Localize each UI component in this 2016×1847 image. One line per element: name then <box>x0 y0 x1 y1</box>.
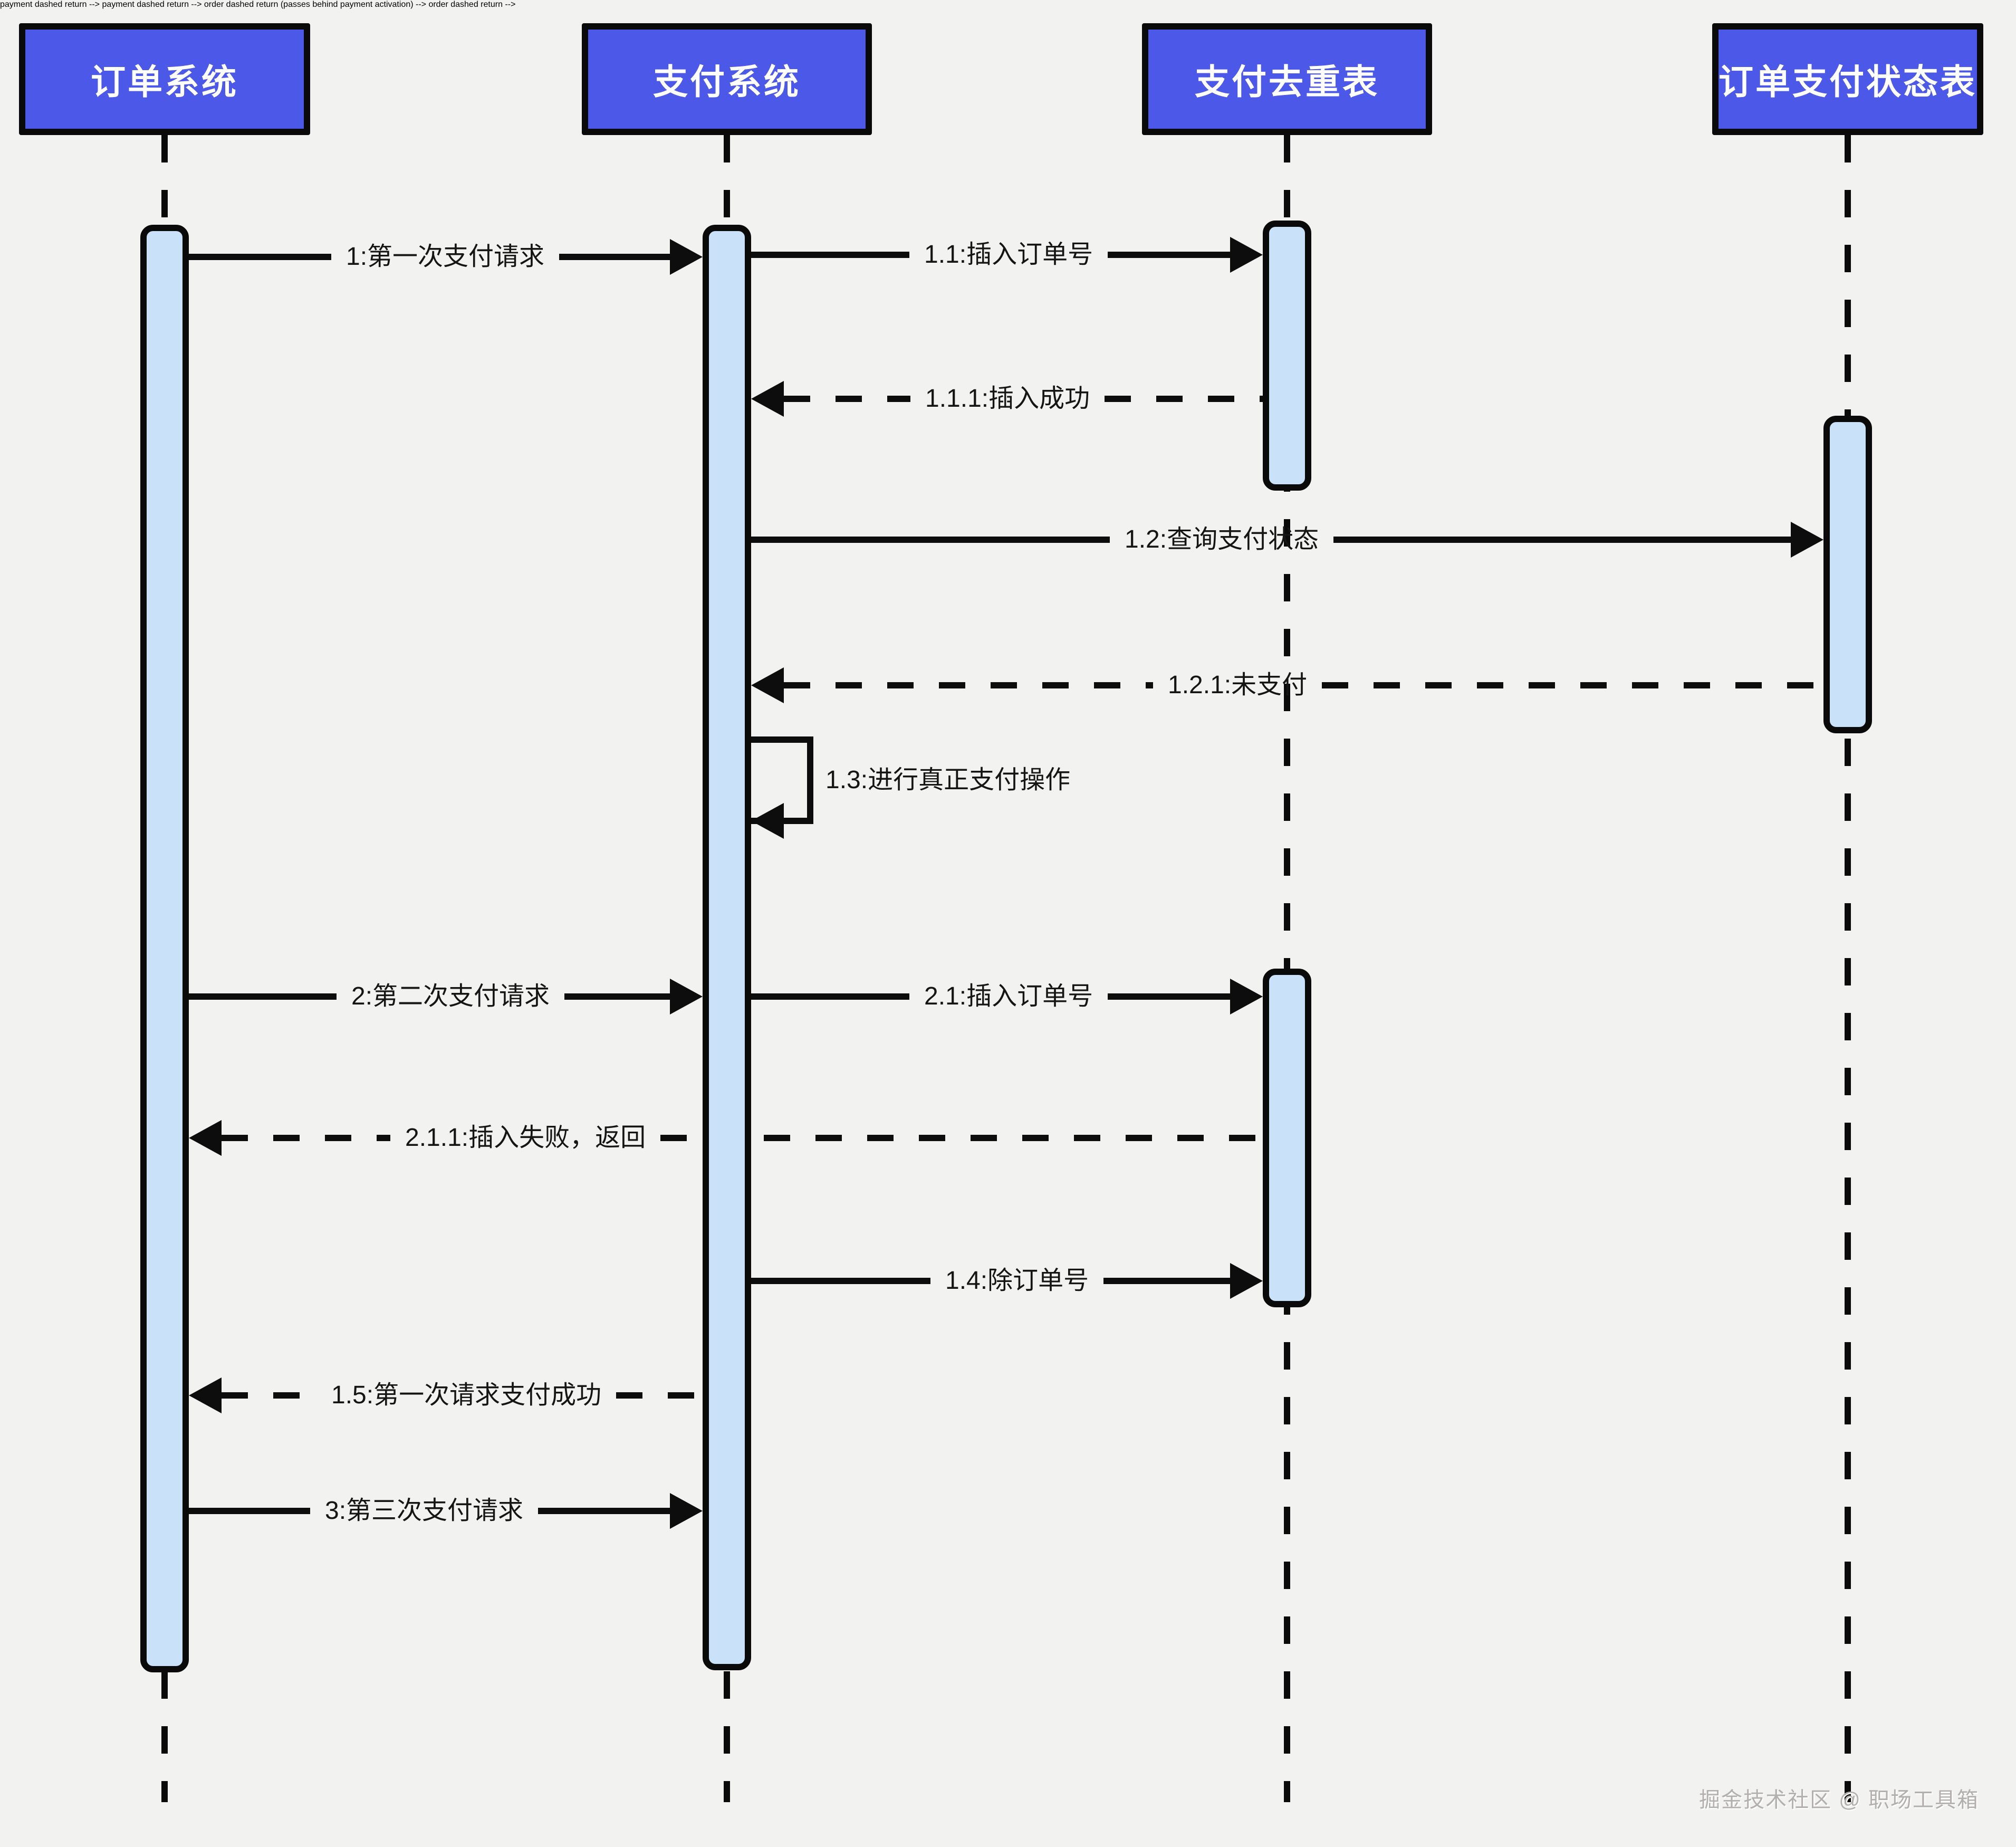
message-1-2-query-pay-status: 1.2:查询支付状态 <box>751 513 1823 566</box>
arrowhead-right-icon <box>670 1493 703 1529</box>
message-label: 2.1:插入订单号 <box>924 982 1093 1010</box>
message-line-dashed <box>660 1135 1263 1141</box>
message-label: 1.2.1:未支付 <box>1168 671 1308 699</box>
message-line <box>751 993 909 1000</box>
message-line-dashed <box>222 1135 390 1141</box>
message-line <box>751 1278 930 1284</box>
actor-payment-system: 支付系统 <box>582 23 872 135</box>
watermark: 掘金技术社区 @ 职场工具箱 <box>1699 1788 1979 1812</box>
message-1-5-first-request-pay-success: 1.5:第一次请求支付成功 <box>189 1369 703 1422</box>
actor-label: 订单系统 <box>91 62 238 101</box>
actor-label: 支付系统 <box>653 62 801 101</box>
actor-order-system: 订单系统 <box>19 23 310 135</box>
message-2-second-payment-request: 2:第二次支付请求 <box>189 970 703 1023</box>
message-line <box>564 993 670 1000</box>
activation-dedup-table-second <box>1263 969 1311 1307</box>
message-line <box>751 537 1110 543</box>
arrowhead-left-icon <box>189 1377 222 1413</box>
message-line <box>1108 252 1230 258</box>
message-label: 1.2:查询支付状态 <box>1125 525 1319 553</box>
actor-label: 支付去重表 <box>1195 62 1379 101</box>
message-1-4-remove-order-no: 1.4:除订单号 <box>751 1255 1263 1307</box>
message-line-dashed <box>1322 682 1823 688</box>
message-label: 1.4:除订单号 <box>945 1267 1089 1295</box>
message-3-third-payment-request: 3:第三次支付请求 <box>189 1485 703 1537</box>
arrowhead-right-icon <box>1230 1263 1263 1299</box>
actor-order-pay-status-table: 订单支付状态表 <box>1712 23 1983 135</box>
message-line <box>189 993 337 1000</box>
arrowhead-right-icon <box>670 979 703 1015</box>
message-line <box>538 1508 670 1514</box>
message-1-1-insert-order-no: 1.1:插入订单号 <box>751 228 1263 281</box>
message-line-dashed <box>222 1392 316 1399</box>
actor-payment-dedup-table: 支付去重表 <box>1142 23 1432 135</box>
message-line <box>751 252 909 258</box>
message-label: 2:第二次支付请求 <box>351 982 550 1010</box>
message-line <box>1108 993 1230 1000</box>
activation-order-system <box>140 225 189 1672</box>
arrowhead-left-icon <box>751 381 784 417</box>
arrowhead-left-icon <box>751 803 784 839</box>
message-label: 1.1.1:插入成功 <box>925 385 1090 413</box>
arrowhead-right-icon <box>670 239 703 275</box>
message-1-1-1-insert-success: 1.1.1:插入成功 <box>751 372 1263 425</box>
activation-order-pay-status-table <box>1823 416 1872 733</box>
lifeline-order-pay-status-table <box>1845 135 1851 1802</box>
message-line <box>559 254 670 260</box>
actor-label: 订单支付状态表 <box>1719 62 1977 101</box>
message-line-dashed <box>784 682 1153 688</box>
message-line <box>189 1508 310 1514</box>
message-line-dashed <box>784 396 910 402</box>
arrowhead-right-icon <box>1230 237 1263 273</box>
message-1-first-payment-request: 1:第一次支付请求 <box>189 231 703 283</box>
message-label: 3:第三次支付请求 <box>325 1497 524 1525</box>
activation-dedup-table-first <box>1263 221 1311 491</box>
arrowhead-left-icon <box>189 1120 222 1156</box>
message-2-1-insert-order-no: 2.1:插入订单号 <box>751 970 1263 1023</box>
message-line-dashed <box>616 1392 703 1399</box>
message-label: 1.5:第一次请求支付成功 <box>331 1381 602 1409</box>
message-2-1-1-insert-failed-return: 2.1.1:插入失败，返回 <box>189 1112 1263 1164</box>
message-label: 1.1:插入订单号 <box>924 241 1093 269</box>
arrowhead-right-icon <box>1230 979 1263 1015</box>
message-line <box>189 254 331 260</box>
activation-payment-system <box>703 225 751 1670</box>
message-line <box>1103 1278 1230 1284</box>
message-label: 1:第一次支付请求 <box>346 243 545 271</box>
message-label: 1.3:进行真正支付操作 <box>825 766 1071 794</box>
arrowhead-left-icon <box>751 667 784 703</box>
message-line-dashed <box>1105 396 1263 402</box>
message-1-2-1-not-paid: 1.2.1:未支付 <box>751 659 1823 712</box>
message-label: 2.1.1:插入失败，返回 <box>405 1124 646 1152</box>
arrowhead-right-icon <box>1791 522 1823 558</box>
message-line <box>1333 537 1791 543</box>
